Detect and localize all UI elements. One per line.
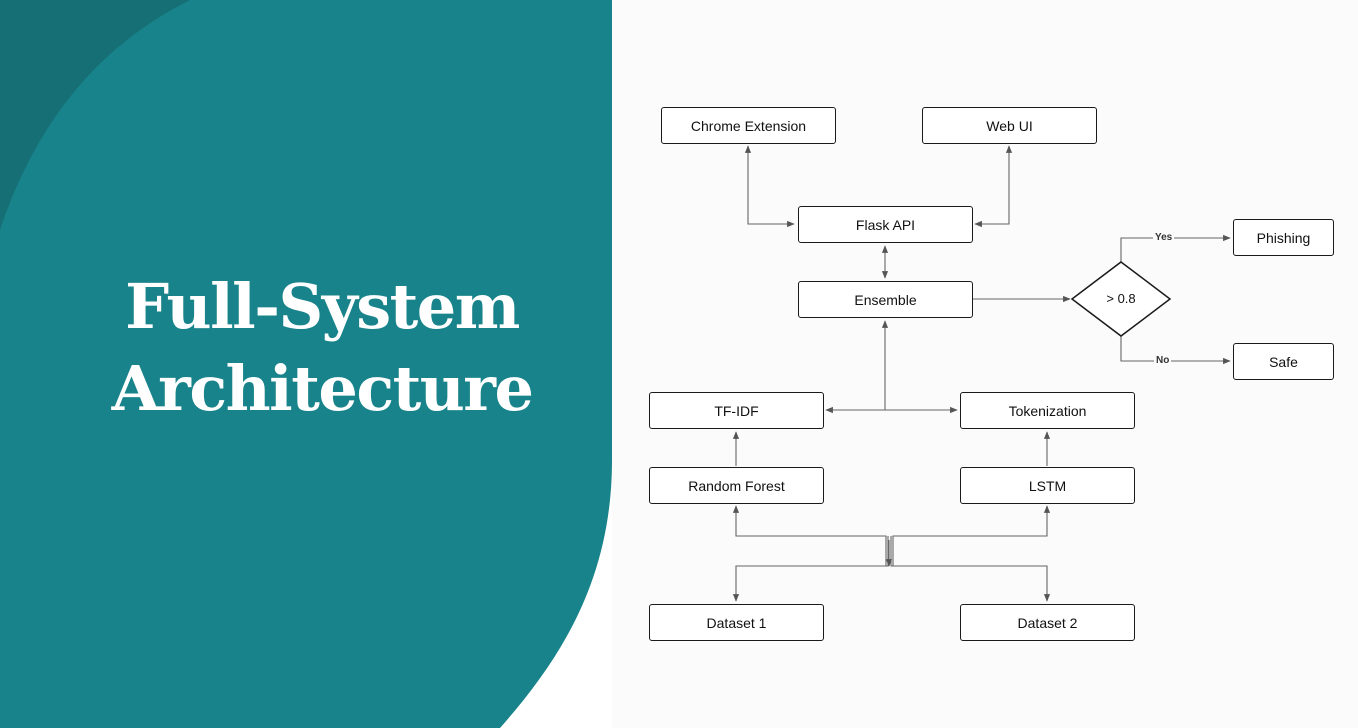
edge-hub-lstm xyxy=(892,505,1051,566)
node-lstm: LSTM xyxy=(960,467,1135,504)
node-safe: Safe xyxy=(1233,343,1334,380)
edge-label-no: No xyxy=(1154,355,1172,366)
slide-title: Full-System Architecture xyxy=(62,266,582,430)
node-phishing: Phishing xyxy=(1233,219,1334,256)
edge-webui-flask xyxy=(974,145,1013,228)
node-chrome-extension: Chrome Extension xyxy=(661,107,836,144)
edge-decision-safe xyxy=(1120,336,1231,365)
edge-hub-dataset1 xyxy=(732,536,889,602)
node-tokenization: Tokenization xyxy=(960,392,1135,429)
edge-chrome-flask xyxy=(744,145,795,228)
teal-panel-shape xyxy=(0,0,612,728)
slide-title-line-2: Architecture xyxy=(111,352,534,425)
decision-diamond xyxy=(1070,261,1172,337)
edge-label-yes: Yes xyxy=(1153,232,1175,243)
slide-title-line-1: Full-System xyxy=(125,270,520,343)
edge-hub-rf xyxy=(732,505,887,566)
node-dataset-2: Dataset 2 xyxy=(960,604,1135,641)
teal-panel-dark-arc xyxy=(0,0,190,230)
node-dataset-1: Dataset 1 xyxy=(649,604,824,641)
node-flask-api: Flask API xyxy=(798,206,973,243)
edge-decision-phishing xyxy=(1120,234,1231,262)
node-ensemble: Ensemble xyxy=(798,281,973,318)
node-threshold-label: > 0.8 xyxy=(1106,291,1136,306)
node-web-ui: Web UI xyxy=(922,107,1097,144)
node-tfidf: TF-IDF xyxy=(649,392,824,429)
node-random-forest: Random Forest xyxy=(649,467,824,504)
edge-hub-dataset2 xyxy=(890,536,1051,602)
